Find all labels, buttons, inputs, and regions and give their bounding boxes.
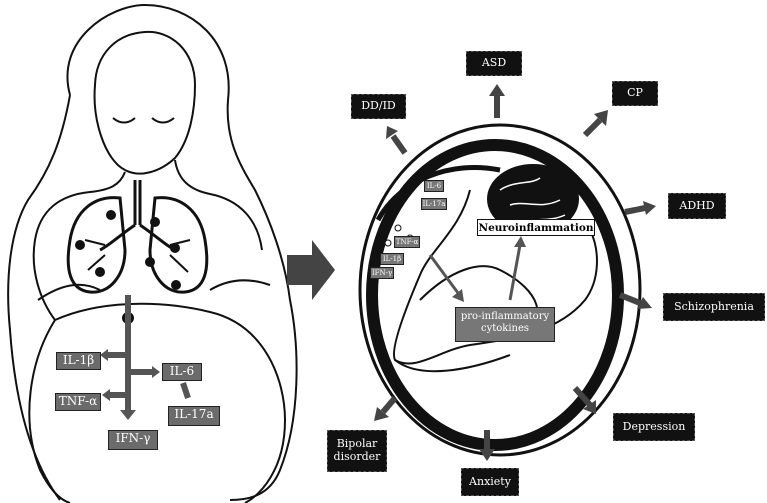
cytokine-il17a: IL-17a: [168, 406, 220, 426]
cytokine-il6: IL-6: [162, 363, 202, 381]
fetal-cytokine-tnfa: TNF-α: [394, 236, 420, 248]
cytokine-ifng: IFN-γ: [108, 430, 158, 450]
brain-illustration: [487, 164, 579, 234]
uterus-fetus-illustration: [358, 123, 642, 457]
fetal-cytokine-il1b: IL-1β: [380, 253, 404, 265]
outcome-bipolar-disorder: Bipolar disorder: [327, 430, 387, 472]
lungs-illustration: [66, 180, 209, 294]
neuroinflammation-label: Neuroinflammation: [477, 219, 595, 236]
fetal-cytokine-ifng: IFN-γ: [370, 267, 394, 279]
outcome-asd: ASD: [466, 51, 522, 76]
mother-cytokine-arrows: [108, 295, 191, 410]
outcome-ddid: DD/ID: [351, 94, 406, 119]
fetus-arrows: [428, 244, 522, 301]
pregnant-woman-figure: [7, 3, 298, 503]
outcome-adhd: ADHD: [668, 193, 726, 219]
cytokine-il1b: IL-1β: [56, 352, 101, 370]
proinflammatory-cytokines-label: pro-inflammatory cytokines: [455, 307, 555, 342]
outcome-depression: Depression: [613, 413, 695, 441]
cytokine-tnfa: TNF-α: [55, 393, 101, 411]
outcome-anxiety: Anxiety: [461, 468, 519, 496]
fetal-cytokine-il17a: IL-17a: [421, 198, 447, 210]
transition-arrow: [287, 240, 335, 300]
outcome-arrows: [380, 95, 646, 450]
outcome-schizophrenia: Schizophrenia: [663, 293, 765, 321]
outcome-cp: CP: [612, 81, 658, 106]
fetal-cytokine-il6: IL-6: [424, 180, 444, 192]
